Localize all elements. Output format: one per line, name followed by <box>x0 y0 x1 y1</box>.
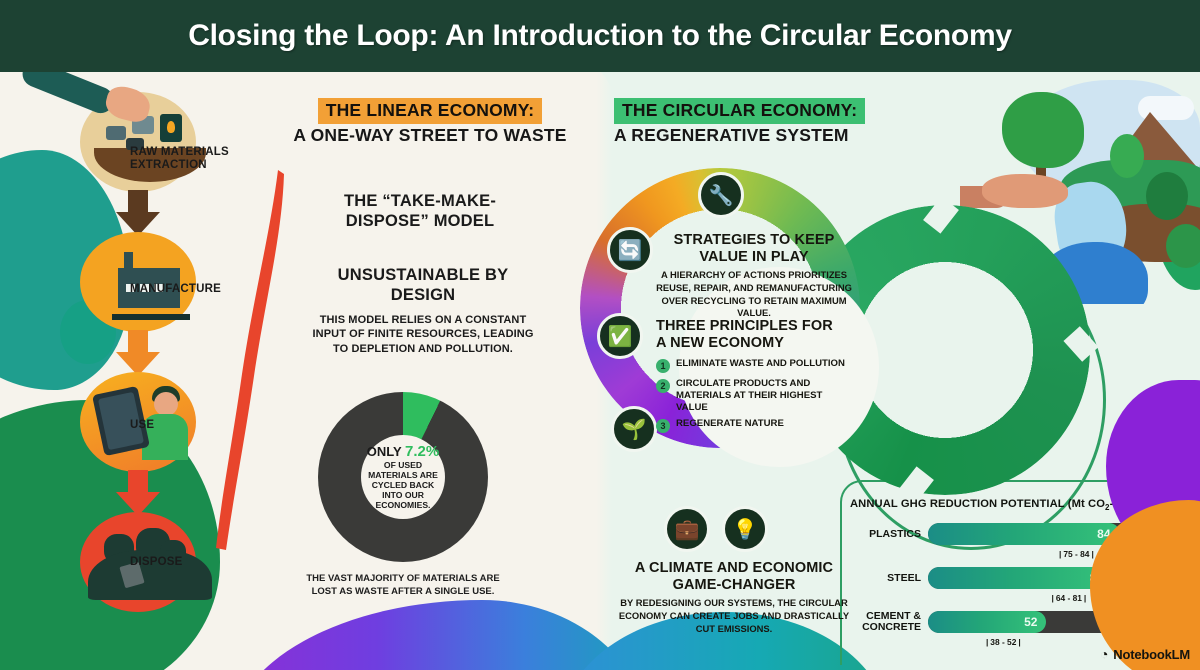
gamechanger-title: A CLIMATE AND ECONOMIC GAME-CHANGER <box>634 560 834 594</box>
bar-label-steel: STEEL <box>887 571 921 584</box>
landfill-icon <box>80 512 212 612</box>
principles-title: THREE PRINCIPLES FOR A NEW ECONOMY <box>656 318 833 352</box>
nature-in-hand-illustration <box>960 74 1200 304</box>
extraction-hand-icon <box>18 56 206 192</box>
principle-number: 3 <box>656 419 670 434</box>
take-make-dispose-block: THE “TAKE-MAKE-DISPOSE” MODEL <box>325 192 515 232</box>
ring-inner-background <box>679 267 879 467</box>
linear-heading-highlight: THE LINEAR ECONOMY: <box>317 98 543 124</box>
page-title: Closing the Loop: An Introduction to the… <box>188 19 1012 52</box>
tree-sapling-glyph: 🌱 <box>621 418 647 441</box>
bar-range-plastics-text: 75 - 84 <box>1059 549 1094 559</box>
repair-tools-icon: 🔧 <box>698 172 744 218</box>
linear-flow-diagram <box>18 56 218 616</box>
linear-section-heading: THE LINEAR ECONOMY: A ONE-WAY STREET TO … <box>280 98 580 146</box>
strategies-block: STRATEGIES TO KEEP VALUE IN PLAY A HIERA… <box>656 232 852 320</box>
unsustainable-title: UNSUSTAINABLE BY DESIGN <box>337 266 509 304</box>
principle-text: CIRCULATE PRODUCTS AND MATERIALS AT THEI… <box>676 378 823 413</box>
briefcase-jobs-glyph: 💼 <box>674 518 700 541</box>
chart-title-main: ANNUAL GHG REDUCTION POTENTIAL (Mt CO <box>850 498 1105 510</box>
flow-node-dispose <box>68 508 212 616</box>
recycled-materials-donut-chart: ONLY 7.2% OF USED MATERIALS ARE CYCLED B… <box>306 392 500 597</box>
factory-icon <box>80 232 196 332</box>
recycle-arrows-glyph: 🔄 <box>617 239 643 262</box>
list-item: 1 ELIMINATE WASTE AND POLLUTION <box>656 358 846 374</box>
list-item: 2 CIRCULATE PRODUCTS AND MATERIALS AT TH… <box>656 378 846 413</box>
flow-arrow-2 <box>116 330 160 376</box>
gamechanger-block: A CLIMATE AND ECONOMIC GAME-CHANGER BY R… <box>612 560 856 635</box>
bar-range-plastics: 75 - 84 <box>928 549 1180 562</box>
notebooklm-logo-icon: ◔ <box>1100 646 1109 662</box>
lightbulb-energy-glyph: 💡 <box>732 518 758 541</box>
flow-label-use: USE <box>130 419 155 431</box>
bar-fill-plastics: 84 <box>928 523 1120 546</box>
person-tablet-icon <box>80 372 196 472</box>
ghg-reduction-bar-chart: ANNUAL GHG REDUCTION POTENTIAL (Mt CO2-e… <box>850 498 1180 653</box>
poster-header: Closing the Loop: An Introduction to the… <box>0 0 1200 72</box>
flow-node-use <box>68 368 208 476</box>
strategies-title: STRATEGIES TO KEEP VALUE IN PLAY <box>673 232 835 266</box>
red-swoosh-divider <box>216 170 284 550</box>
unsustainable-body: THIS MODEL RELIES ON A CONSTANT INPUT OF… <box>312 313 534 355</box>
strategies-body: A HIERARCHY OF ACTIONS PRIORITIZES REUSE… <box>656 269 852 319</box>
principle-number: 1 <box>656 359 670 374</box>
circular-heading-highlight: THE CIRCULAR ECONOMY: <box>614 98 866 124</box>
notebooklm-label: NotebookLM <box>1113 646 1190 662</box>
bar-value-cement: 52 <box>1024 615 1038 630</box>
bar-label-plastics: PLASTICS <box>869 527 921 540</box>
recycle-arrows-icon: 🔄 <box>607 227 653 273</box>
notebooklm-watermark: ◔ NotebookLM <box>1100 646 1190 662</box>
eco-check-hand-glyph: ✅ <box>607 325 633 348</box>
bar-range-steel-text: 64 - 81 <box>1051 593 1086 603</box>
donut-body: OF USED MATERIALS ARE CYCLED BACK INTO O… <box>368 460 438 511</box>
briefcase-jobs-icon: 💼 <box>664 506 710 552</box>
bar-fill-cement: 52 <box>928 611 1047 634</box>
bar-range-cement: 38 - 52 <box>928 637 1180 650</box>
flow-label-manufacture: MANUFACTURE <box>130 283 221 295</box>
bar-fill-steel: 81 <box>928 567 1112 590</box>
take-make-dispose-title: THE “TAKE-MAKE-DISPOSE” MODEL <box>343 192 497 230</box>
circular-section-heading: THE CIRCULAR ECONOMY: A REGENERATIVE SYS… <box>614 98 924 146</box>
bar-range-steel: 64 - 81 <box>928 593 1180 606</box>
bar-range-cement-text: 38 - 52 <box>986 637 1021 647</box>
flow-node-manufacture <box>68 228 208 336</box>
principle-text: REGENERATE NATURE <box>676 418 784 430</box>
principle-text: ELIMINATE WASTE AND POLLUTION <box>676 358 845 370</box>
donut-percent: 7.2% <box>405 442 440 460</box>
donut-prefix: ONLY <box>366 443 402 459</box>
lightbulb-energy-icon: 💡 <box>722 506 768 552</box>
principles-list: 1 ELIMINATE WASTE AND POLLUTION 2 CIRCUL… <box>656 358 846 434</box>
unsustainable-block: UNSUSTAINABLE BY DESIGN THIS MODEL RELIE… <box>312 266 534 356</box>
bar-label-cement: CEMENT & CONCRETE <box>862 609 921 634</box>
flow-node-extraction <box>18 56 208 196</box>
linear-heading-sub: A ONE-WAY STREET TO WASTE <box>293 125 567 145</box>
gamechanger-body: BY REDESIGNING OUR SYSTEMS, THE CIRCULAR… <box>618 597 850 634</box>
eco-check-hand-icon: ✅ <box>597 313 643 359</box>
flow-label-extraction: RAW MATERIALS EXTRACTION <box>130 146 229 172</box>
repair-tools-glyph: 🔧 <box>708 184 734 207</box>
principles-block: THREE PRINCIPLES FOR A NEW ECONOMY 1 ELI… <box>656 318 846 438</box>
flow-label-dispose: DISPOSE <box>130 556 183 568</box>
circular-heading-sub: A REGENERATIVE SYSTEM <box>614 125 849 145</box>
principle-number: 2 <box>656 379 670 394</box>
donut-caption: THE VAST MAJORITY OF MATERIALS ARE LOST … <box>306 573 500 598</box>
tree-sapling-icon: 🌱 <box>611 406 657 452</box>
donut-center-label: ONLY 7.2% OF USED MATERIALS ARE CYCLED B… <box>361 435 445 519</box>
list-item: 3 REGENERATE NATURE <box>656 418 846 434</box>
chart-title-subscript: 2 <box>1105 503 1110 513</box>
